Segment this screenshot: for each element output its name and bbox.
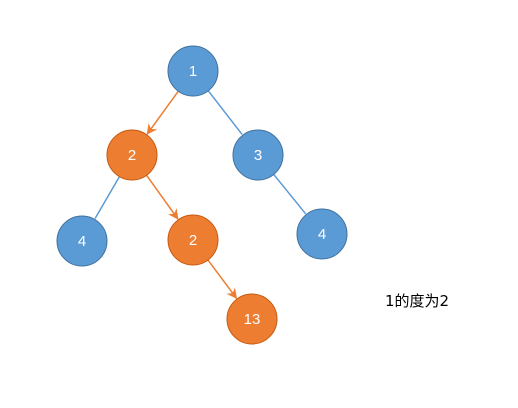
tree-node-n2b: 2 xyxy=(167,214,219,266)
node-label: 1 xyxy=(189,63,197,80)
edge-n1-n3 xyxy=(207,90,243,135)
degree-caption: 1的度为2 xyxy=(385,292,450,310)
tree-node-n4b: 4 xyxy=(296,208,348,260)
node-circle xyxy=(167,214,219,266)
node-label: 4 xyxy=(318,226,326,243)
tree-node-n2: 2 xyxy=(106,129,158,181)
node-circle xyxy=(296,208,348,260)
node-label: 3 xyxy=(254,147,262,164)
node-label: 2 xyxy=(128,147,136,164)
tree-node-n4a: 4 xyxy=(56,215,108,267)
node-label: 4 xyxy=(78,233,86,250)
node-circle xyxy=(232,129,284,181)
node-label: 13 xyxy=(244,311,261,328)
node-circle xyxy=(56,215,108,267)
edge-n2-n2b xyxy=(145,174,179,220)
edges-layer xyxy=(94,90,307,300)
tree-node-n3: 3 xyxy=(232,129,284,181)
node-circle xyxy=(226,293,278,345)
edge-n3-n4b xyxy=(273,173,307,215)
tree-node-n13: 13 xyxy=(226,293,278,345)
nodes-layer: 1 2 3 4 2 4 13 xyxy=(56,45,348,345)
edge-n1-n2 xyxy=(146,90,179,135)
node-label: 2 xyxy=(189,232,197,249)
edge-n2b-n13 xyxy=(207,259,238,300)
node-circle xyxy=(106,129,158,181)
tree-node-n1: 1 xyxy=(167,45,219,97)
node-circle xyxy=(167,45,219,97)
edge-n2-n4a xyxy=(94,176,121,219)
